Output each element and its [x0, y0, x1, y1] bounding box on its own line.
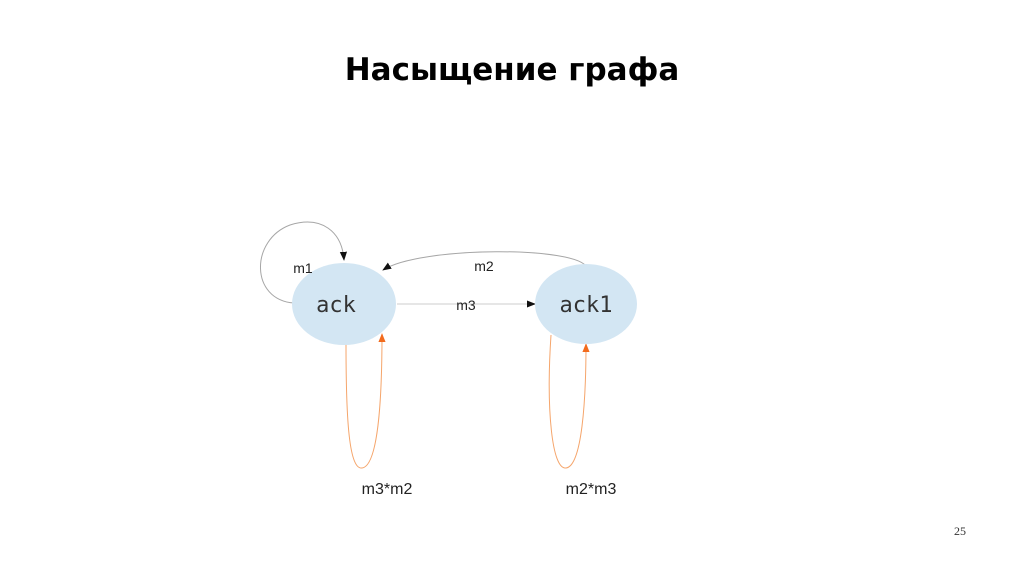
- edge-m3m2-loop: [345, 333, 386, 469]
- edge-label-m2: m2: [474, 258, 494, 274]
- node-ack1-label: ack1: [560, 293, 613, 318]
- node-ack1: [535, 264, 637, 344]
- edge-m1-loop: [260, 221, 348, 304]
- node-ack-label: ack: [316, 293, 356, 318]
- edge-label-m1: m1: [293, 260, 313, 276]
- edge-label-m3: m3: [456, 297, 476, 313]
- edge-label-m2m3: m2*m3: [566, 481, 617, 498]
- edge-label-m3m2: m3*m2: [362, 481, 413, 498]
- node-ack: [292, 263, 396, 345]
- edge-m2m3-loop: [548, 334, 590, 469]
- page-number: 25: [954, 524, 966, 538]
- edge-m2: [382, 251, 588, 271]
- slide-title: Насыщение графа: [344, 52, 680, 88]
